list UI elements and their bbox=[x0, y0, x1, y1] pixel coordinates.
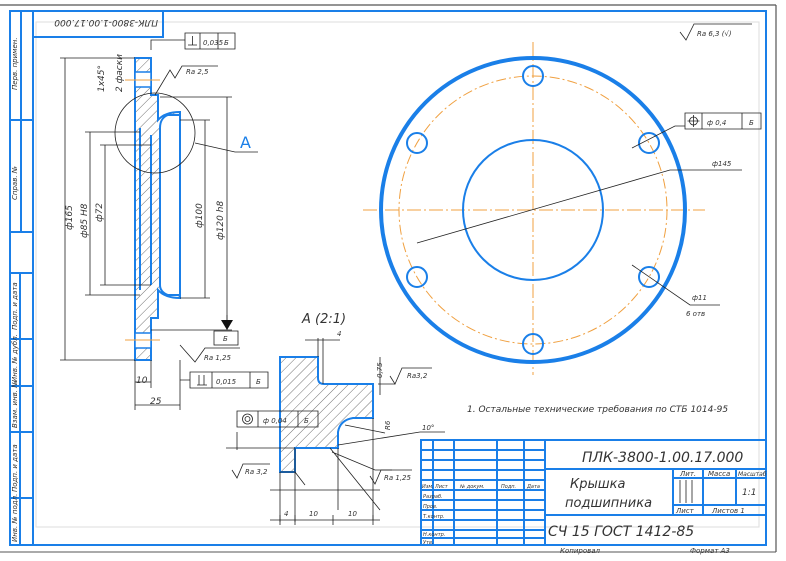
part-name: Крышка bbox=[570, 477, 625, 492]
angle: 10° bbox=[422, 424, 434, 432]
col-header: Лист bbox=[434, 484, 449, 490]
dim-10: 10 bbox=[136, 376, 148, 386]
sheet-label: Лист bbox=[675, 507, 695, 515]
tol-datum: Б bbox=[749, 119, 754, 127]
detail-title: A (2:1) bbox=[301, 312, 346, 327]
general-roughness: Ra 6,3 (√) bbox=[697, 30, 732, 38]
row-label: Разраб. bbox=[423, 494, 443, 500]
format-label: Формат А3 bbox=[690, 547, 730, 555]
tol-datum: Б bbox=[304, 417, 309, 425]
bolt-holes bbox=[406, 65, 660, 355]
row-label: Утв. bbox=[423, 540, 434, 546]
side-label: Перв. примен. bbox=[11, 37, 19, 90]
roughness: Ra3,2 bbox=[407, 372, 428, 380]
hole-dim: ф11 bbox=[692, 294, 707, 302]
side-label: Подп. и дата bbox=[11, 444, 19, 492]
tol-value: ф 0,4 bbox=[707, 119, 726, 127]
stamp-code: ПЛК-3800-1.00.17.000 bbox=[54, 17, 158, 27]
concentricity-frame: ф 0,04 Б bbox=[226, 410, 319, 450]
col-header: Изм. bbox=[422, 484, 434, 490]
side-strip: Перв. примен. Справ. № Подп. и дата Инв.… bbox=[11, 37, 19, 542]
copied-label: Копировал bbox=[560, 547, 601, 555]
roughness: Ra 3,2 bbox=[245, 468, 268, 476]
position-frame: ф 0,4 Б bbox=[684, 112, 762, 130]
page-edge bbox=[0, 4, 777, 553]
row-label: Т.контр. bbox=[423, 514, 445, 520]
side-label: Взам. инв. № bbox=[11, 380, 19, 428]
tol-datum: Б bbox=[256, 378, 261, 386]
roughness: Ra 1,25 bbox=[384, 474, 412, 482]
row-label: Пров. bbox=[423, 504, 438, 510]
roughness: Ra 2,5 bbox=[186, 68, 209, 76]
dim-85: ф85 H8 bbox=[80, 203, 90, 238]
scale-label: Масштаб bbox=[738, 471, 767, 478]
detail-label: A bbox=[240, 133, 251, 152]
mass-label: Масса bbox=[708, 470, 730, 478]
dim-10: 10 bbox=[309, 510, 318, 518]
bolt-circle-dim: ф145 bbox=[712, 160, 732, 168]
lit-label: Лит. bbox=[679, 470, 696, 478]
dim-4: 4 bbox=[284, 510, 288, 518]
col-header: Дата bbox=[526, 484, 540, 490]
dim-075: 0,75 bbox=[376, 362, 384, 378]
part-name: подшипника bbox=[565, 496, 652, 511]
side-label: Подп. и дата bbox=[11, 282, 19, 330]
sheets-label: Листов 1 bbox=[711, 507, 745, 515]
dim-25: 25 bbox=[150, 397, 162, 407]
dim-10: 10 bbox=[348, 510, 357, 518]
dim-72: ф72 bbox=[95, 203, 105, 222]
section-view: A ф165 ф85 H8 ф72 ф100 ф120 h8 1x45° 2 ф… bbox=[60, 32, 269, 410]
radius: R6 bbox=[384, 420, 392, 430]
perpendicularity-frame: 0,035 Б bbox=[150, 32, 236, 50]
tol-datum: Б bbox=[224, 39, 229, 47]
dim-120: ф120 h8 bbox=[216, 201, 226, 240]
roughness: Ra 1,25 bbox=[204, 354, 232, 362]
dim-4: 4 bbox=[337, 330, 341, 338]
tol-value: 0,035 bbox=[203, 39, 224, 47]
hole-count: 6 отв bbox=[686, 310, 705, 318]
chamfer-dim: 1x45° bbox=[97, 65, 107, 92]
side-label: Инв. № подл. bbox=[11, 494, 19, 542]
dim-165: ф165 bbox=[65, 205, 75, 230]
tol-value: 0,015 bbox=[216, 378, 237, 386]
scale-value: 1:1 bbox=[742, 488, 756, 498]
datum-b: Б bbox=[223, 335, 228, 343]
col-header: № докум. bbox=[459, 484, 485, 490]
tol-value: ф 0,04 bbox=[263, 417, 287, 425]
drawing-code: ПЛК-3800-1.00.17.000 bbox=[582, 450, 743, 466]
code-stamp: ПЛК-3800-1.00.17.000 bbox=[32, 10, 164, 38]
material: СЧ 15 ГОСТ 1412-85 bbox=[548, 524, 694, 540]
frame bbox=[9, 10, 767, 546]
front-view: ф145 ф11 6 отв ф 0,4 Б Ra 6,3 (√) bbox=[363, 23, 762, 375]
col-header: Подп. bbox=[501, 484, 516, 490]
detail-view: A (2:1) 4 0,75 Ra3,2 ф 0,04 Б R6 10° Ra … bbox=[226, 312, 445, 525]
side-label: Справ. № bbox=[11, 166, 19, 200]
technical-note: 1. Остальные технические требования по С… bbox=[467, 405, 728, 415]
chamfer-count: 2 фаски bbox=[115, 54, 125, 92]
side-label: Инв. № дубл. bbox=[11, 334, 19, 382]
row-label: Н.контр. bbox=[423, 532, 445, 538]
runout-frame: 0,015 Б bbox=[180, 371, 269, 389]
dim-100: ф100 bbox=[195, 203, 205, 228]
title-block: ПЛК-3800-1.00.17.000 Крышка подшипника С… bbox=[420, 439, 767, 555]
